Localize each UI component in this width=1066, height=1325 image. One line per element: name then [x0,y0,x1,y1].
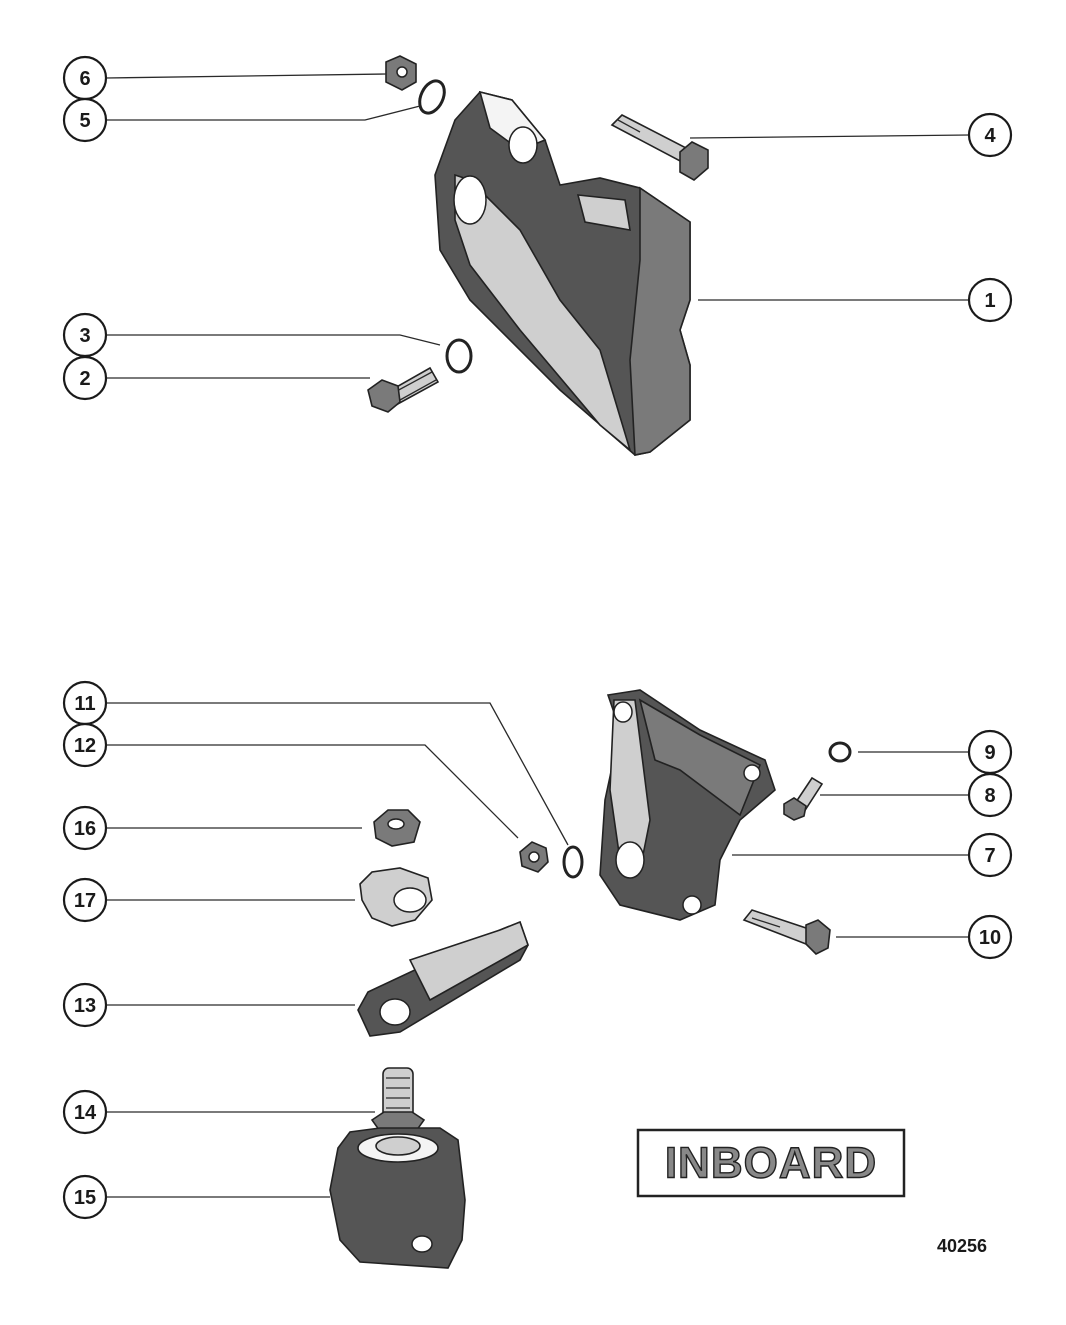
callout-13: 13 [62,982,355,1028]
bracket-7-top-hole [613,701,633,723]
callout-circle-16 [62,805,108,851]
inboard-badge: INBOARD [636,1128,906,1198]
callout-number-2: 2 [79,368,90,390]
part-10-bolt [742,909,831,955]
callout-16: 16 [62,805,362,851]
callout-12: 12 [62,722,519,839]
inboard-badge-text: INBOARD [665,1139,877,1188]
callout-2: 2 [62,355,370,401]
callout-leader-5 [106,105,421,121]
callout-number-17: 17 [74,890,96,912]
part-8-bolt [783,776,824,821]
callout-number-3: 3 [79,325,90,347]
part-11-washer [562,845,584,879]
callout-number-12: 12 [74,735,96,757]
callout-3: 3 [62,312,441,358]
part-4-bolt [610,114,709,181]
callout-circle-2 [62,355,108,401]
callout-number-8: 8 [984,785,995,807]
callout-leader-11 [106,702,569,846]
callout-number-13: 13 [74,995,96,1017]
part-14-stud [370,1067,426,1135]
part-15-mount-base [329,1127,466,1269]
part-1-front-mount-bracket [434,90,691,456]
callout-1: 1 [698,277,1013,323]
part-3-lock-washer [445,338,473,374]
callout-17: 17 [62,877,355,923]
part-2-bolt [367,366,440,413]
callout-number-10: 10 [979,927,1001,949]
mount-base-hole [411,1235,433,1253]
callout-circle-15 [62,1174,108,1220]
bracket-side-hole [453,175,487,225]
callout-5: 5 [62,97,421,143]
callout-7: 7 [732,832,1013,878]
part-7-rear-mount-bracket [599,689,776,921]
callout-leader-4 [689,134,970,139]
callout-circle-12 [62,722,108,768]
callout-number-5: 5 [79,110,90,132]
callout-number-7: 7 [984,845,995,867]
callout-number-15: 15 [74,1187,96,1209]
bracket-7-lower-hole [682,895,702,915]
callout-leader-3 [106,334,441,346]
callout-6: 6 [62,55,387,101]
callout-leader-12 [106,744,519,839]
callout-circle-14 [62,1089,108,1135]
callout-number-16: 16 [74,818,96,840]
callout-8: 8 [820,772,1013,818]
callout-circle-1 [967,277,1013,323]
callout-number-1: 1 [984,290,995,312]
trunnion-bore [379,998,411,1026]
callout-number-14: 14 [74,1102,97,1124]
bracket-7-right-hole [743,764,761,782]
part-9-washer [828,741,852,763]
part-13-trunnion [357,920,529,1037]
callout-14: 14 [62,1089,375,1135]
callout-circle-7 [967,832,1013,878]
callout-number-6: 6 [79,68,90,90]
drawing-number: 40256 [937,1236,987,1256]
callout-circle-5 [62,97,108,143]
part-17-tab-washer [359,867,433,927]
callout-4: 4 [689,112,1013,158]
bracket-upper-hole [508,126,538,164]
callout-leader-6 [105,73,387,79]
callout-10: 10 [836,914,1013,960]
callout-circle-10 [967,914,1013,960]
callout-11: 11 [62,680,569,846]
callout-number-9: 9 [984,742,995,764]
callout-15: 15 [62,1174,330,1220]
callout-number-4: 4 [984,125,996,147]
callout-circle-8 [967,772,1013,818]
callout-9: 9 [858,729,1013,775]
callout-circle-17 [62,877,108,923]
bracket-7-bore [615,841,645,879]
part-5-washer [418,79,446,115]
callout-circle-13 [62,982,108,1028]
callout-number-11: 11 [74,693,95,715]
callout-circle-4 [967,112,1013,158]
